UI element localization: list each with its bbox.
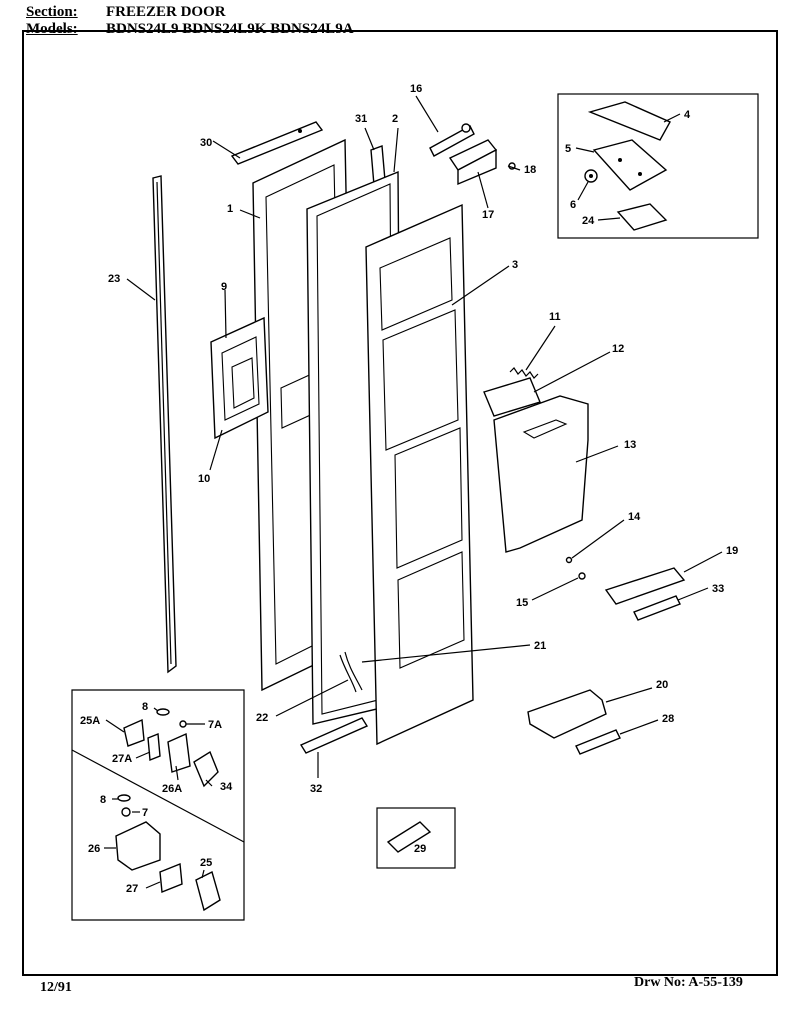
part-28-tray-insert [575, 729, 621, 755]
callout-32: 32 [310, 783, 322, 795]
callout-25a: 25A [80, 715, 100, 727]
part-27a-shim [147, 733, 161, 761]
callout-14: 14 [628, 511, 641, 523]
callout-23: 23 [108, 273, 120, 285]
part-27-shim [159, 863, 183, 893]
callout-20: 20 [656, 679, 668, 691]
part-23-trim-strip [152, 175, 177, 674]
callout-10: 10 [198, 473, 210, 485]
part-6-washer [584, 169, 598, 183]
models-header: Models: BDNS24L9 BDNS24L9K BDNS24L9A [26, 21, 354, 37]
part-16-hinge-pin [429, 123, 475, 157]
part-26a-hinge [167, 732, 191, 773]
callout-28: 28 [662, 713, 674, 725]
hinge-cover-inset-box [557, 93, 759, 239]
callout-33: 33 [712, 583, 724, 595]
part-5-hinge-plate [592, 139, 668, 191]
part-3-inner-liner [365, 203, 474, 746]
callout-22: 22 [256, 712, 268, 724]
callout-7: 7 [142, 807, 148, 819]
part-9-10-panel-insert [210, 316, 269, 440]
inset-divider-line [71, 749, 245, 843]
callout-6: 6 [570, 199, 576, 211]
callout-1: 1 [227, 203, 233, 215]
part-17-hinge-block [448, 139, 498, 186]
part-29-clip [386, 821, 432, 853]
callout-8-bottom: 8 [100, 794, 106, 806]
part-11-spring [509, 367, 539, 379]
part-7a-bushing [179, 720, 187, 728]
callout-31: 31 [355, 113, 367, 125]
part-34-cover [193, 750, 219, 788]
callout-15: 15 [516, 597, 528, 609]
callout-11: 11 [549, 311, 561, 323]
part-30-top-bracket [230, 121, 324, 165]
part-22-wire [339, 651, 363, 693]
part-29-inset-box [376, 807, 456, 869]
part-26-hinge [115, 821, 161, 871]
callout-7a: 7A [208, 719, 222, 731]
callout-13: 13 [624, 439, 636, 451]
callout-16: 16 [410, 83, 422, 95]
callout-25: 25 [200, 857, 212, 869]
callout-24: 24 [582, 215, 595, 227]
part-12-funnel [483, 377, 541, 417]
part-7-bushing [121, 807, 131, 817]
callout-18: 18 [524, 164, 536, 176]
callout-26a: 26A [162, 783, 182, 795]
models-label: Models: [26, 21, 78, 37]
part-33-tray-insert [633, 595, 681, 621]
part-32-bottom-bracket [299, 717, 369, 754]
callout-8-top: 8 [142, 701, 148, 713]
callout-2: 2 [392, 113, 398, 125]
callout-27a: 27A [112, 753, 132, 765]
callout-29: 29 [414, 843, 426, 855]
callout-12: 12 [612, 343, 624, 355]
part-25-hinge-bracket [195, 870, 221, 912]
callout-19: 19 [726, 545, 738, 557]
part-24-shim [616, 203, 668, 231]
part-19-drip-tray [604, 567, 686, 605]
models-list: BDNS24L9 BDNS24L9K BDNS24L9A [106, 21, 354, 37]
hinge-parts-inset-box [71, 689, 245, 921]
section-label: Section: [26, 4, 78, 20]
callout-9: 9 [221, 281, 227, 293]
callout-17: 17 [482, 209, 494, 221]
part-13-dispenser-housing [493, 395, 589, 553]
callout-4: 4 [684, 109, 691, 121]
part-25a-hinge-bracket [123, 718, 145, 747]
part-8-washer-top [156, 708, 170, 716]
footer-drawing-number: Drw No: A-55-139 [634, 975, 743, 990]
part-14-clip [565, 556, 573, 564]
section-title: FREEZER DOOR [106, 4, 226, 20]
part-4-hinge-cover [587, 101, 671, 141]
callout-30: 30 [200, 137, 212, 149]
footer-date: 12/91 [40, 980, 72, 995]
callout-34: 34 [220, 781, 233, 793]
part-8-washer-bottom [117, 794, 131, 802]
part-20-tray [527, 689, 607, 739]
part-15-screw [578, 572, 586, 580]
callout-21: 21 [534, 640, 546, 652]
callout-3: 3 [512, 259, 518, 271]
diagram-frame [22, 30, 778, 976]
callout-26: 26 [88, 843, 100, 855]
callout-27: 27 [126, 883, 138, 895]
leader-lines [104, 95, 723, 889]
section-header: Section: FREEZER DOOR [26, 4, 226, 20]
callout-5: 5 [565, 143, 571, 155]
